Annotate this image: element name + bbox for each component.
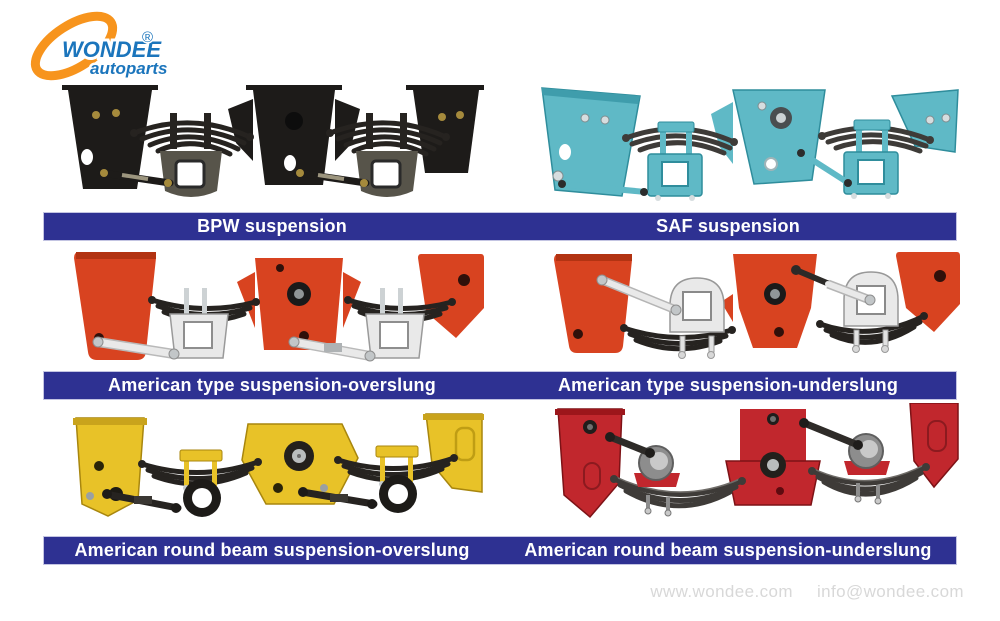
registered-mark: ®	[142, 29, 153, 46]
american-round-beam-underslung-image	[526, 403, 960, 531]
banner-cell: American type suspension-overslung	[44, 372, 500, 399]
bpw-suspension-image	[50, 83, 484, 211]
banner-cell: BPW suspension	[44, 213, 500, 240]
banner-cell: American round beam suspension-overslung	[44, 537, 500, 564]
product-label-american-underslung: American type suspension-underslung	[557, 375, 899, 395]
product-label-round-beam-underslung: American round beam suspension-underslun…	[524, 540, 932, 560]
american-round-beam-overslung-image	[50, 406, 484, 534]
website-text: www.wondee.com	[650, 582, 793, 601]
saf-suspension-image	[526, 82, 960, 210]
american-type-overslung-image	[50, 244, 484, 372]
banner-cell: SAF suspension	[500, 213, 956, 240]
product-label-american-overslung: American type suspension-overslung	[108, 375, 436, 395]
logo-graphic: WONDEE ® autoparts	[30, 11, 170, 81]
banner-cell: American type suspension-underslung	[500, 372, 956, 399]
banner-row-1: BPW suspension SAF suspension	[43, 212, 957, 241]
logo-brand-text: WONDEE	[62, 37, 162, 62]
product-label-saf: SAF suspension	[656, 216, 800, 236]
product-label-bpw: BPW suspension	[197, 216, 347, 236]
banner-cell: American round beam suspension-underslun…	[500, 537, 956, 564]
wondee-logo: WONDEE ® autoparts	[12, 5, 192, 87]
email-text: info@wondee.com	[816, 582, 964, 601]
footer-contact: www.wondee.com info@wondee.com	[650, 582, 964, 602]
banner-row-2: American type suspension-overslung Ameri…	[43, 371, 957, 400]
banner-row-3: American round beam suspension-overslung…	[43, 536, 957, 565]
logo-suffix-text: autoparts	[90, 59, 167, 78]
swoosh-icon	[30, 11, 118, 81]
american-type-underslung-image	[526, 244, 960, 372]
product-label-round-beam-overslung: American round beam suspension-overslung	[74, 540, 470, 560]
